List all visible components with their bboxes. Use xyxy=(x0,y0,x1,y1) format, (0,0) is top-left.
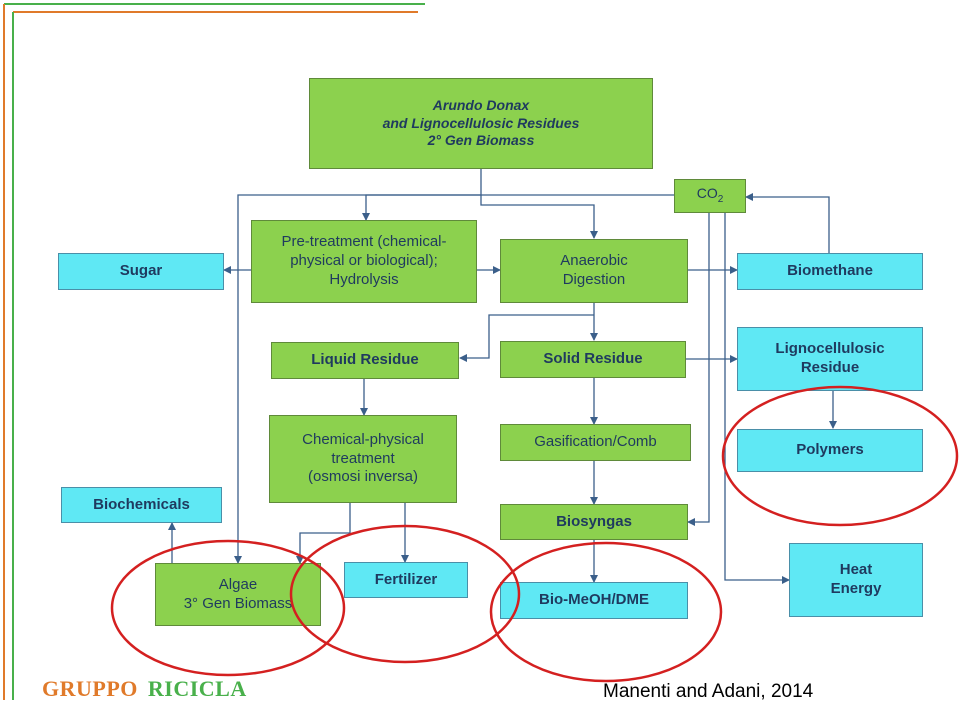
node-sugar-label: Sugar xyxy=(119,262,163,280)
arrow-co2-heat xyxy=(724,213,790,584)
node-co2: CO2 xyxy=(674,179,746,213)
arrow-arundo-anaerobic xyxy=(480,195,598,239)
gruppo-ricicla-logo: GRUPPO RICICLA xyxy=(42,676,247,702)
node-chemical-physical-treatment: Chemical-physical treatment (osmosi inve… xyxy=(269,415,457,503)
node-polymers-label: Polymers xyxy=(796,441,864,459)
frame-lines xyxy=(3,3,425,700)
arrow-co2-biosyngas xyxy=(687,213,710,526)
node-solid-residue-label: Solid Residue xyxy=(543,350,643,368)
node-anaerobic-label: Anaerobic Digestion xyxy=(560,252,628,288)
node-liquid-residue-label: Liquid Residue xyxy=(311,351,419,369)
node-lignocellulosic-label: Lignocellulosic Residue xyxy=(775,340,885,376)
arrow-to-algae xyxy=(234,194,674,564)
node-co2-label: CO2 xyxy=(696,185,724,206)
arrow-biomethane-co2 xyxy=(745,193,830,253)
node-lignocellulosic-residue: Lignocellulosic Residue xyxy=(737,327,923,391)
node-biomethane: Biomethane xyxy=(737,253,923,290)
citation: Manenti and Adani, 2014 xyxy=(603,681,814,702)
node-algae-label: Algae 3° Gen Biomass xyxy=(183,575,293,612)
node-chemphys-label: Chemical-physical treatment (osmosi inve… xyxy=(302,430,424,486)
node-bio-meoh-dme: Bio-MeOH/DME xyxy=(500,582,688,619)
node-anaerobic-digestion: Anaerobic Digestion xyxy=(500,239,688,303)
arrow-to-liquid xyxy=(459,314,594,362)
node-biomethane-label: Biomethane xyxy=(787,262,873,280)
node-arundo-label: Arundo Donax and Lignocellulosic Residue… xyxy=(382,97,580,149)
node-liquid-residue: Liquid Residue xyxy=(271,342,459,379)
node-fertilizer-label: Fertilizer xyxy=(374,570,438,588)
node-algae: Algae 3° Gen Biomass xyxy=(155,563,321,626)
node-biosyngas: Biosyngas xyxy=(500,504,688,540)
node-heat-energy: Heat Energy xyxy=(789,543,923,617)
node-arundo-donax: Arundo Donax and Lignocellulosic Residue… xyxy=(309,78,653,169)
arrow-arundo-pretreatment xyxy=(362,168,482,221)
node-fertilizer: Fertilizer xyxy=(344,562,468,598)
node-biomeoh-label: Bio-MeOH/DME xyxy=(539,591,649,609)
node-gasification-label: Gasification/Comb xyxy=(534,433,657,451)
node-pretreatment: Pre-treatment (chemical- physical or bio… xyxy=(251,220,477,303)
node-polymers: Polymers xyxy=(737,429,923,472)
node-co2-subscript: 2 xyxy=(717,194,724,206)
node-biosyngas-label: Biosyngas xyxy=(556,512,632,530)
logo-word-ricicla: RICICLA xyxy=(147,676,247,701)
node-biochemicals: Biochemicals xyxy=(61,487,222,523)
node-pretreatment-label: Pre-treatment (chemical- physical or bio… xyxy=(281,233,447,288)
arrow-chemphys-algae xyxy=(296,503,351,564)
node-heat-energy-label: Heat Energy xyxy=(830,561,882,597)
node-biochemicals-label: Biochemicals xyxy=(93,495,190,513)
node-sugar: Sugar xyxy=(58,253,224,290)
logo-word-gruppo: GRUPPO xyxy=(42,676,138,701)
node-solid-residue: Solid Residue xyxy=(500,341,686,378)
node-gasification: Gasification/Comb xyxy=(500,424,691,461)
